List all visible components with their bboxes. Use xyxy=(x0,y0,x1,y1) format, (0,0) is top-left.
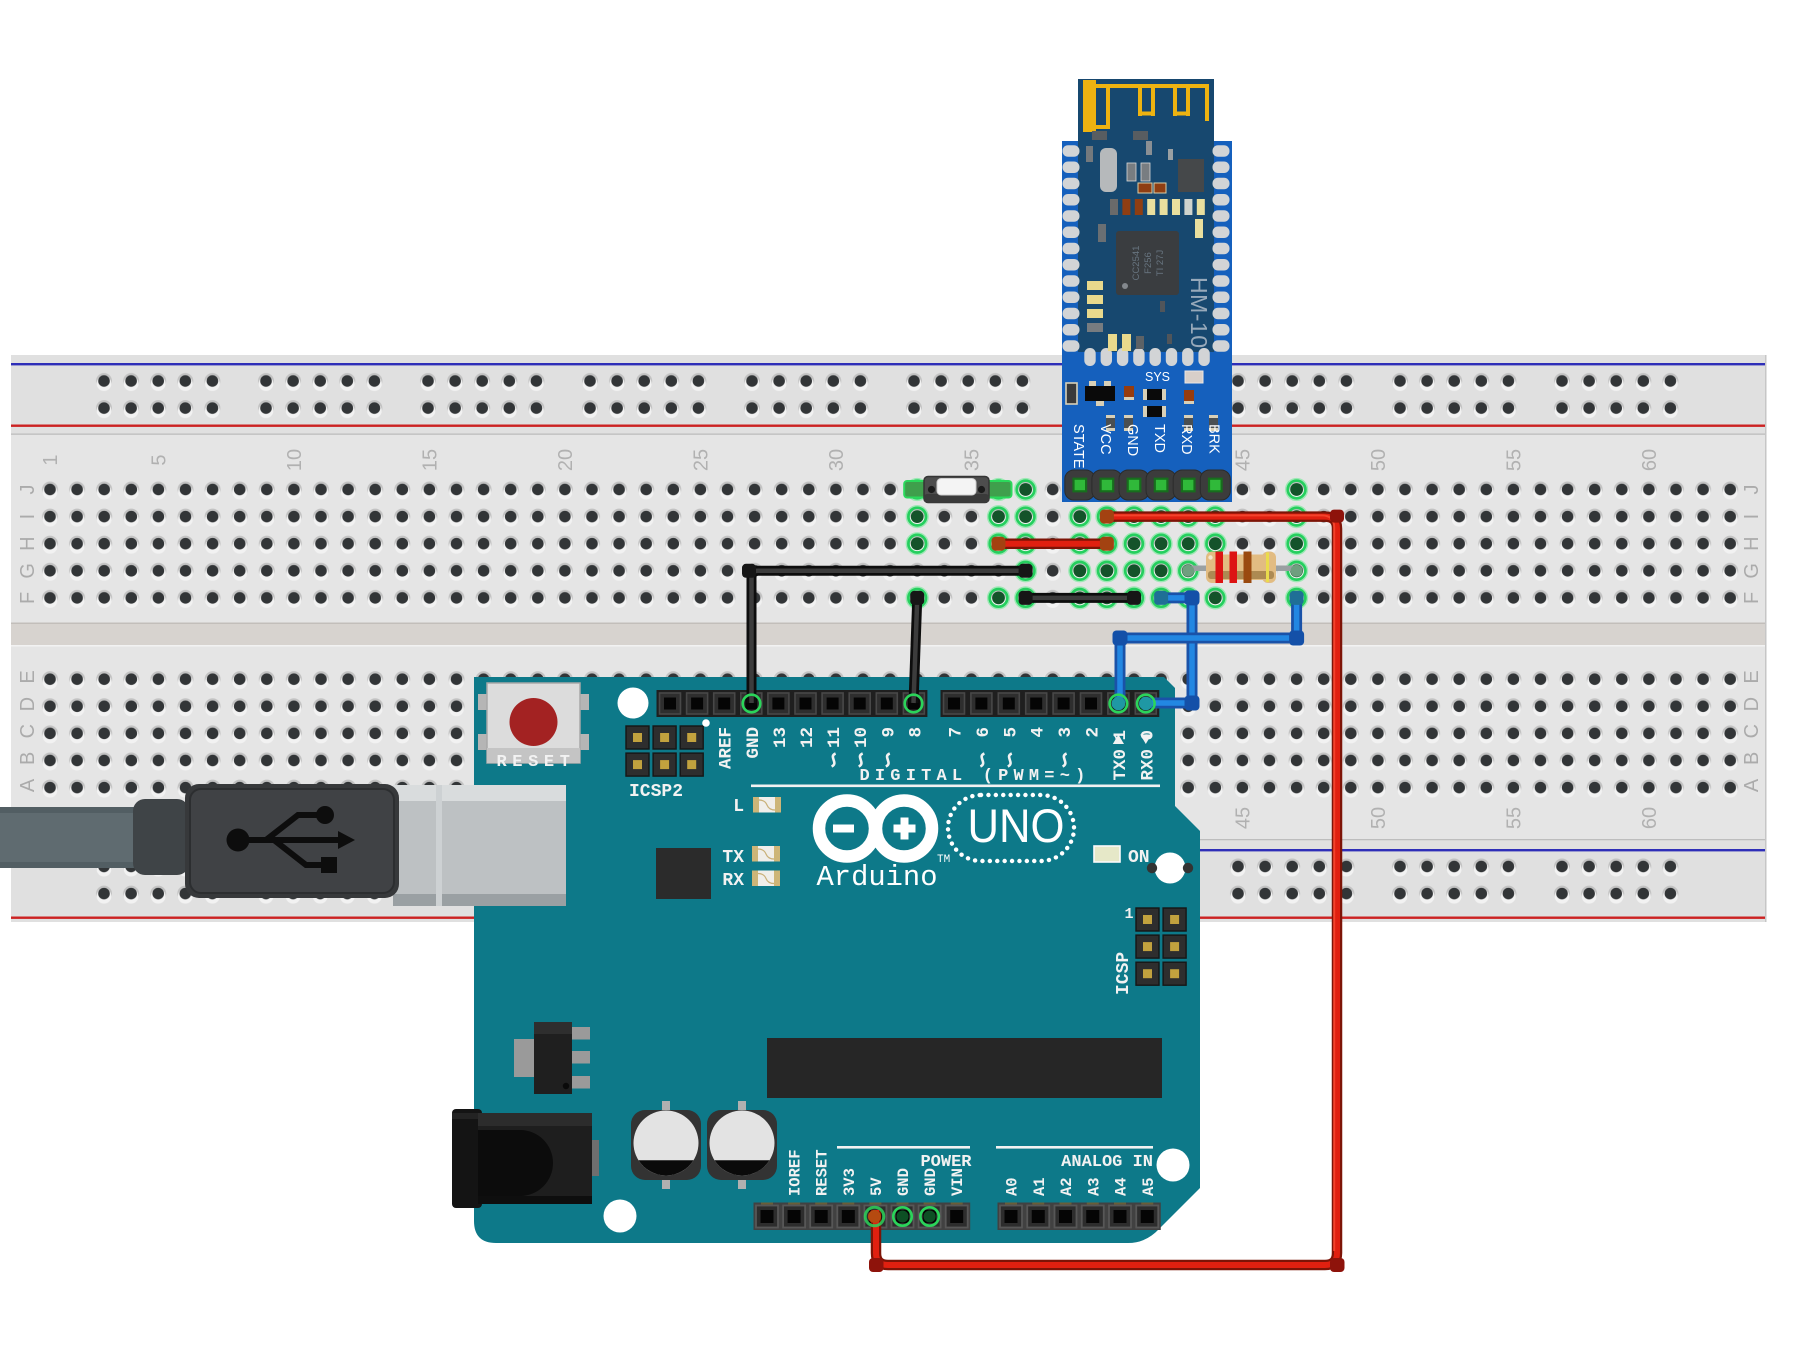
svg-text:6: 6 xyxy=(974,727,994,738)
svg-text:F: F xyxy=(17,592,39,604)
svg-text:H: H xyxy=(1741,536,1763,550)
svg-text:3V3: 3V3 xyxy=(841,1168,859,1196)
svg-text:RX0: RX0 xyxy=(1138,749,1158,781)
svg-text:RXD: RXD xyxy=(1178,424,1194,455)
svg-text:D: D xyxy=(17,697,39,711)
svg-text:E: E xyxy=(1741,670,1763,683)
svg-text:BRK: BRK xyxy=(1205,424,1221,454)
svg-text:F: F xyxy=(1741,592,1763,604)
svg-text:UNO: UNO xyxy=(968,799,1065,852)
svg-text:3: 3 xyxy=(1056,727,1076,738)
svg-text:GND: GND xyxy=(895,1168,913,1196)
svg-text:45: 45 xyxy=(1232,807,1254,829)
svg-text:20: 20 xyxy=(555,449,577,471)
svg-text:10: 10 xyxy=(284,449,306,471)
svg-text:E: E xyxy=(17,670,39,683)
svg-text:A1: A1 xyxy=(1031,1177,1049,1196)
svg-text:IOREF: IOREF xyxy=(787,1149,805,1196)
svg-text:I: I xyxy=(17,514,39,520)
svg-text:11: 11 xyxy=(825,727,845,748)
svg-text:A4: A4 xyxy=(1113,1177,1131,1196)
svg-text:G: G xyxy=(1741,563,1763,579)
svg-text:A: A xyxy=(1741,778,1763,792)
svg-text:TI 27J: TI 27J xyxy=(1155,250,1166,277)
svg-text:ICSP2: ICSP2 xyxy=(629,782,683,802)
svg-text:D: D xyxy=(1741,697,1763,711)
svg-text:AREF: AREF xyxy=(717,727,737,769)
svg-text:F256: F256 xyxy=(1143,252,1154,274)
svg-text:5V: 5V xyxy=(868,1177,886,1196)
svg-text:25: 25 xyxy=(690,449,712,471)
svg-text:J: J xyxy=(1741,485,1763,495)
svg-text:B: B xyxy=(1741,752,1763,765)
svg-text:15: 15 xyxy=(419,449,441,471)
svg-text:STATE: STATE xyxy=(1070,424,1086,469)
svg-text:TM: TM xyxy=(937,854,950,866)
svg-text:DIGITAL (PWM=~): DIGITAL (PWM=~) xyxy=(859,767,1090,786)
svg-text:CC2541: CC2541 xyxy=(1131,246,1142,281)
svg-text:ON: ON xyxy=(1128,848,1150,868)
svg-text:35: 35 xyxy=(961,449,983,471)
svg-text:TX0: TX0 xyxy=(1111,749,1131,781)
svg-text:RESET: RESET xyxy=(496,753,575,772)
svg-text:5: 5 xyxy=(148,454,170,465)
svg-text:B: B xyxy=(17,752,39,765)
svg-text:GND: GND xyxy=(744,727,764,759)
svg-text:C: C xyxy=(1741,724,1763,738)
svg-text:1: 1 xyxy=(1111,730,1131,741)
svg-text:GND: GND xyxy=(1124,424,1140,456)
svg-text:13: 13 xyxy=(771,727,791,748)
svg-text:VCC: VCC xyxy=(1097,424,1113,455)
svg-text:12: 12 xyxy=(798,727,818,748)
svg-text:A: A xyxy=(17,778,39,792)
svg-text:ANALOG IN: ANALOG IN xyxy=(1061,1153,1153,1172)
svg-text:55: 55 xyxy=(1503,449,1525,471)
svg-text:RX: RX xyxy=(722,871,744,891)
svg-text:A0: A0 xyxy=(1004,1177,1022,1196)
svg-text:ICSP: ICSP xyxy=(1114,952,1134,995)
svg-text:A3: A3 xyxy=(1085,1177,1103,1196)
svg-text:RESET: RESET xyxy=(814,1149,832,1196)
svg-text:5: 5 xyxy=(1001,727,1021,738)
svg-text:A5: A5 xyxy=(1140,1177,1158,1196)
svg-text:TXD: TXD xyxy=(1151,424,1167,453)
svg-text:GND: GND xyxy=(922,1168,940,1196)
svg-text:H: H xyxy=(17,536,39,550)
svg-text:POWER: POWER xyxy=(920,1153,972,1172)
svg-text:7: 7 xyxy=(947,727,967,738)
svg-text:HM-10: HM-10 xyxy=(1186,277,1212,349)
svg-text:30: 30 xyxy=(826,449,848,471)
svg-text:VIN: VIN xyxy=(949,1168,967,1196)
svg-text:50: 50 xyxy=(1368,449,1390,471)
svg-text:50: 50 xyxy=(1368,807,1390,829)
svg-text:I: I xyxy=(1741,514,1763,520)
svg-text:L: L xyxy=(733,797,744,817)
svg-text:Arduino: Arduino xyxy=(817,861,938,894)
svg-text:55: 55 xyxy=(1503,807,1525,829)
svg-text:A2: A2 xyxy=(1058,1177,1076,1196)
svg-text:G: G xyxy=(17,563,39,579)
svg-text:2: 2 xyxy=(1084,727,1104,738)
svg-text:C: C xyxy=(17,724,39,738)
svg-text:TX: TX xyxy=(722,848,744,868)
svg-text:45: 45 xyxy=(1232,449,1254,471)
svg-text:8: 8 xyxy=(906,727,926,738)
svg-text:60: 60 xyxy=(1639,807,1661,829)
svg-text:SYS: SYS xyxy=(1145,370,1170,384)
svg-text:J: J xyxy=(17,485,39,495)
svg-text:1: 1 xyxy=(1124,906,1133,923)
svg-text:60: 60 xyxy=(1639,449,1661,471)
svg-text:1: 1 xyxy=(40,454,62,465)
svg-text:9: 9 xyxy=(879,727,899,738)
svg-text:4: 4 xyxy=(1029,727,1049,738)
svg-text:10: 10 xyxy=(852,727,872,748)
